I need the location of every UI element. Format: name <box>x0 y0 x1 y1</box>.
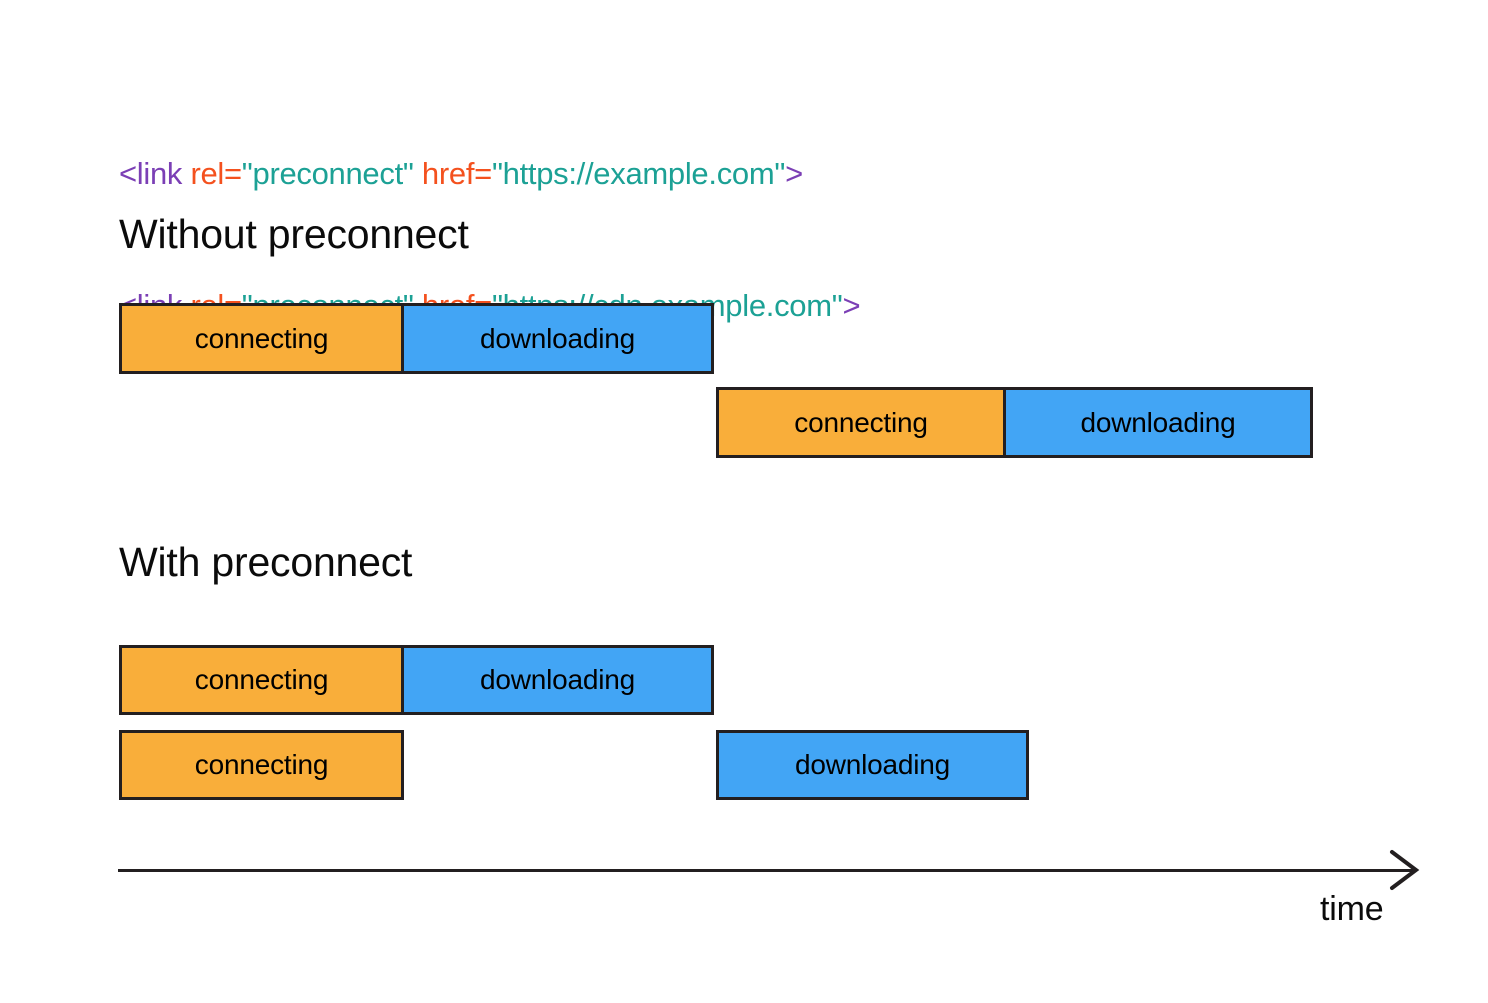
code-tag-close: > <box>785 156 803 191</box>
bar-downloading: downloading <box>401 303 714 374</box>
code-tag-close: > <box>842 288 861 323</box>
code-attr-href: href= <box>421 156 492 191</box>
bar-connecting: connecting <box>119 730 404 800</box>
time-arrow-icon <box>1390 850 1420 890</box>
code-value-url: "https://example.com" <box>491 156 786 191</box>
bar-downloading: downloading <box>401 645 714 715</box>
code-value-preconnect: "preconnect" <box>241 156 414 191</box>
section-heading-with-preconnect: With preconnect <box>119 539 413 585</box>
code-line-1: <link rel="preconnect" href="https://exa… <box>119 152 860 196</box>
time-axis-label: time <box>1320 890 1384 928</box>
bar-connecting: connecting <box>119 303 404 374</box>
bar-downloading: downloading <box>1003 387 1313 458</box>
code-tag-open: <link <box>119 156 191 191</box>
bar-connecting: connecting <box>119 645 404 715</box>
bar-downloading: downloading <box>716 730 1029 800</box>
bar-connecting: connecting <box>716 387 1006 458</box>
section-heading-without-preconnect: Without preconnect <box>119 211 469 257</box>
code-attr-rel: rel= <box>190 156 242 191</box>
code-space <box>414 156 422 191</box>
time-axis-line <box>118 869 1414 872</box>
